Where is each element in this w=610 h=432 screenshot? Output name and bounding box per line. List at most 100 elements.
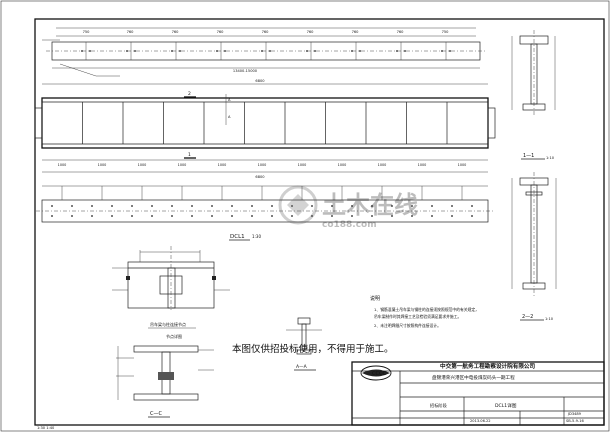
section-1-scale: 1:10 [546,156,555,160]
bolt-hole [269,50,271,52]
top-dim-5: 760 [262,30,270,34]
bottom-bolt [131,205,133,207]
company-name: 中交第一航务工程勘察设计院有限公司 [440,362,536,370]
top-dim-4: 760 [217,30,225,34]
watermark-text: 土木在线 [322,191,418,219]
notes-line-3: 2、未注明焊缝尺寸按照构件连接设计。 [374,323,441,328]
section-1-1: 1—1 1:10 [511,30,556,160]
bottom-bolt [431,215,433,217]
bottom-bolt [191,205,193,207]
bottom-bolt [411,215,413,217]
bottom-bolt [171,215,173,217]
bottom-dim-5: 1000 [218,163,227,167]
bottom-bolt [191,215,193,217]
sheet-inner-border [34,18,605,426]
bottom-bolt [391,215,393,217]
bolt-hole [179,50,181,52]
connection-detail: 吊车梁与柱连接节点 [112,246,230,329]
bottom-bolt [111,205,113,207]
drawing-date: 2013.06.22 [470,419,491,423]
bolt-hole [351,50,353,52]
top-dim-7: 760 [352,30,360,34]
bottom-bolt [391,205,393,207]
section-mark-2-top: 2 [188,91,191,97]
bottom-bolt [451,205,453,207]
watermark-url: co188.com [322,220,377,230]
bottom-bolt [151,215,153,217]
bolt-hole [89,50,91,52]
bottom-flange-view [36,185,494,223]
bolt-hole [134,50,136,52]
beam-id-label: DCL1 [230,234,245,240]
section-2-title: 2—2 [522,314,533,320]
top-dim-1: 750 [83,30,91,34]
bottom-bolt [231,215,233,217]
top-flange-view: 750 760 760 760 760 760 760 760 750 1340… [42,27,486,77]
beam-title: DCL1 1:30 [229,234,261,241]
section-a-a: A—A [286,317,322,371]
bolt-hole [314,50,316,52]
bottom-dim-11: 1000 [458,163,467,167]
bottom-bolt [331,205,333,207]
bottom-bolt [411,205,413,207]
bottom-bolt [371,205,373,207]
general-notes: 说明 1、钢筋混凝土吊车梁与钢柱的连接须按照规范中的有关规定， 吊车梁制作时其焊… [370,295,479,328]
bottom-bolt [91,205,93,207]
bottom-bolt [371,215,373,217]
bottom-bolt [251,215,253,217]
web-stiffeners [41,102,448,144]
bottom-bolt [451,215,453,217]
bottom-bolt-holes [51,205,473,217]
bottom-bolt [431,205,433,207]
bottom-bolt [131,215,133,217]
notes-heading: 说明 [370,295,380,302]
section-2-scale: 1:10 [545,317,554,321]
title-block: CCCC 中交第一航务工程勘察设计院有限公司 盘锦港荣兴港区中电投煤炭码头一期工… [351,361,605,426]
bottom-dim-labels: 1000 1000 1000 1000 1000 1000 1000 1000 … [58,163,467,167]
notes-line-1: 1、钢筋混凝土吊车梁与钢柱的连接须按照规范中的有关规定， [374,307,479,312]
bolt-hole-row [81,42,451,60]
mid-span-label: 13400-15000 [233,69,258,73]
bottom-stiffener-ticks [61,186,463,200]
bottom-bolt [271,205,273,207]
usage-restriction-note: 本图仅供招投标使用，不得用于施工。 [232,343,394,355]
bottom-bolt [111,215,113,217]
bolt-hole [216,50,218,52]
bottom-dim-8: 1000 [338,163,347,167]
bottom-bolt [51,215,53,217]
corner-scale-note: 1:30 1:40 [37,426,55,430]
bottom-bolt [291,215,293,217]
bottom-bolt [311,205,313,207]
company-logo: CCCC [360,365,392,381]
bottom-bolt [71,205,73,207]
company-logo-mark: CCCC [372,371,386,377]
notes-line-2: 吊车梁制作时其焊接工艺及检验须满足要求并施工。 [374,314,461,319]
bottom-dim-10: 1000 [418,163,427,167]
top-dim-labels: 750 760 760 760 760 760 760 760 750 [83,30,450,34]
bottom-bolt [231,205,233,207]
top-left-annotation [42,39,120,77]
beam-elevation: 6800 2 1 A A 1000 1000 1000 1000 1000 10… [34,79,496,179]
top-dim-9: 750 [442,30,450,34]
svg-text:A: A [228,98,231,102]
bottom-dim-1: 1000 [58,163,67,167]
bolt-hole [224,50,226,52]
bolt-hole [171,50,173,52]
bottom-bolt [51,205,53,207]
section-c-title: C—C [150,411,162,417]
bottom-bolt [171,205,173,207]
bottom-dim-6: 1000 [258,163,267,167]
elevation-total-length: 6800 [255,79,265,83]
bottom-dim-3: 1000 [138,163,147,167]
bolt-hole [81,50,83,52]
bolt-hole [126,50,128,52]
left-detail-title: 吊车梁与柱连接节点 [150,321,186,327]
watermark: 土木在线 co188.com [278,185,418,230]
bottom-dim-4: 1000 [178,163,187,167]
watermark-logo-icon [278,185,318,225]
bolt-hole [441,50,443,52]
section-2-2: 2—2 1:10 [511,172,557,321]
bolt-hole [359,50,361,52]
